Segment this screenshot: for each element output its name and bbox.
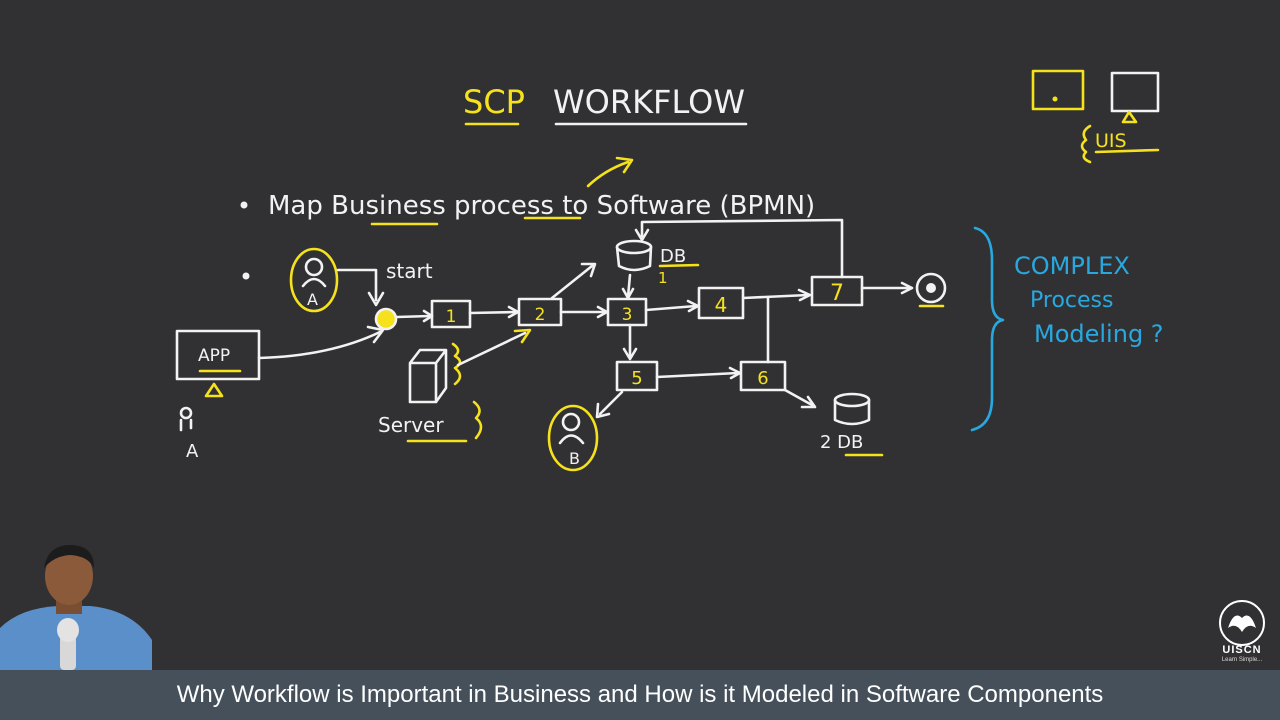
db1-to-step3-arrow	[621, 287, 635, 300]
server-label-brace-icon	[472, 400, 483, 440]
user-a-head-icon	[304, 257, 324, 277]
step5-to-step6-line	[655, 371, 740, 379]
arrow-head-software	[615, 156, 634, 174]
user-a-letter: A	[307, 290, 318, 309]
title-workflow: WORKFLOW	[553, 83, 745, 121]
step3-to-step4-line	[644, 304, 698, 312]
db2-cylinder-icon	[833, 398, 871, 426]
step-box-7	[810, 275, 864, 307]
user-b-letter: B	[569, 449, 580, 468]
complex-line1: COMPLEX	[1014, 252, 1130, 280]
step-label-4: 4	[715, 293, 728, 317]
server-arrow-head	[513, 328, 532, 344]
step-label-7: 7	[830, 281, 844, 306]
db1-top	[615, 239, 653, 255]
start-label: start	[386, 259, 433, 283]
db2-top	[833, 392, 871, 408]
end-event-dot	[926, 283, 936, 293]
start-to-step1-line	[395, 314, 432, 319]
app-box	[175, 329, 261, 381]
complex-brace-icon	[970, 226, 1005, 432]
step-label-5: 5	[631, 368, 642, 389]
step3-to-step5-arrow	[622, 347, 638, 361]
step2-to-db1-arrow	[580, 262, 597, 278]
step1-to-step2-line	[468, 310, 518, 315]
bullet-text-bpmn: Map Business process to Software (BPMN)	[268, 191, 815, 221]
logo-emblem-icon	[1219, 600, 1265, 646]
server-label: Server	[378, 413, 444, 437]
step5-to-user-b-line	[598, 390, 624, 416]
workflow-diagram: SCP WORKFLOW Map Business process to Sof…	[175, 69, 1164, 472]
db1-label: DB	[660, 246, 686, 267]
user-a-body-icon	[301, 277, 327, 288]
presenter-face-icon	[45, 547, 93, 605]
user-a2-body-icon	[179, 418, 193, 432]
user-a-arrow-head	[367, 291, 385, 307]
user-a-circle	[289, 247, 339, 313]
step3-to-step4-arrow	[686, 299, 700, 313]
user-b-body-icon	[558, 434, 585, 445]
db1-index: 1	[658, 269, 668, 287]
app-label: APP	[198, 346, 230, 366]
step-box-4	[697, 286, 745, 320]
step5-to-step6-arrow	[728, 366, 742, 380]
step7-to-end-arrow	[900, 281, 914, 295]
step7-to-db1-arrow	[634, 228, 650, 242]
logo-name: UISCN	[1222, 644, 1262, 656]
db1-cylinder-icon	[615, 245, 653, 272]
uis-underline	[1094, 148, 1160, 154]
uis-brace-icon	[1080, 124, 1092, 164]
db1-underline	[658, 263, 700, 268]
uis-screen-1-dot	[1052, 96, 1058, 102]
step-box-6	[739, 360, 787, 392]
caption-bar: Why Workflow is Important in Business an…	[0, 670, 1280, 720]
start-event-ring	[374, 307, 398, 331]
step-label-1: 1	[446, 307, 457, 327]
step4-to-step7-line	[741, 293, 810, 300]
caption-text: Why Workflow is Important in Business an…	[176, 681, 1104, 708]
step4-to-step7-arrow	[797, 288, 812, 302]
start-event-icon	[376, 309, 396, 329]
step-label-3: 3	[622, 305, 633, 325]
user-a2-letter: A	[186, 441, 199, 462]
uis-screen-2-icon	[1110, 71, 1160, 113]
uis-label: UIS	[1095, 130, 1127, 152]
whiteboard: SCP WORKFLOW Map Business process to Sof…	[175, 69, 1164, 472]
step1-to-step2-arrow	[507, 305, 520, 319]
bullet-dot-2	[242, 272, 250, 280]
uiscn-logo: UISCN Learn Simple...	[1208, 598, 1276, 668]
step2-to-step3-arrow	[596, 305, 609, 319]
user-b-head-icon	[561, 412, 581, 432]
app-stand-icon	[204, 382, 224, 398]
step6-to-db2-line	[783, 388, 814, 407]
app-to-start-line	[257, 330, 382, 360]
title-scp: SCP	[463, 83, 525, 121]
logo-tagline: Learn Simple...	[1221, 657, 1263, 663]
uis-screen-1-icon	[1031, 69, 1085, 111]
complex-line3: Modeling ?	[1034, 320, 1164, 348]
complex-line2: Process	[1030, 288, 1113, 313]
server-brace-icon	[451, 342, 462, 386]
user-a2-head-icon	[179, 406, 193, 420]
end-event-icon	[915, 272, 947, 304]
step7-to-db1-line	[640, 218, 844, 279]
db2-label: 2 DB	[820, 432, 863, 453]
server-icon	[408, 348, 448, 404]
step-label-6: 6	[757, 368, 768, 389]
uis-stand-icon	[1121, 110, 1138, 124]
presenter-video	[0, 540, 152, 670]
step6-to-db2-arrow	[800, 395, 817, 409]
user-b-circle	[547, 404, 599, 472]
user-a-to-start-line	[336, 268, 378, 302]
presenter-hair-icon	[44, 544, 94, 568]
arrow-to-software	[586, 160, 630, 188]
step2-to-db1-line	[550, 264, 594, 300]
step5-to-user-b-arrow	[595, 402, 611, 419]
server-to-step2-line	[456, 331, 527, 367]
step-label-2: 2	[535, 305, 546, 325]
db1-to-step3-line	[626, 273, 632, 299]
app-arrow-head	[366, 325, 385, 344]
bullet-dot-1	[240, 201, 248, 209]
